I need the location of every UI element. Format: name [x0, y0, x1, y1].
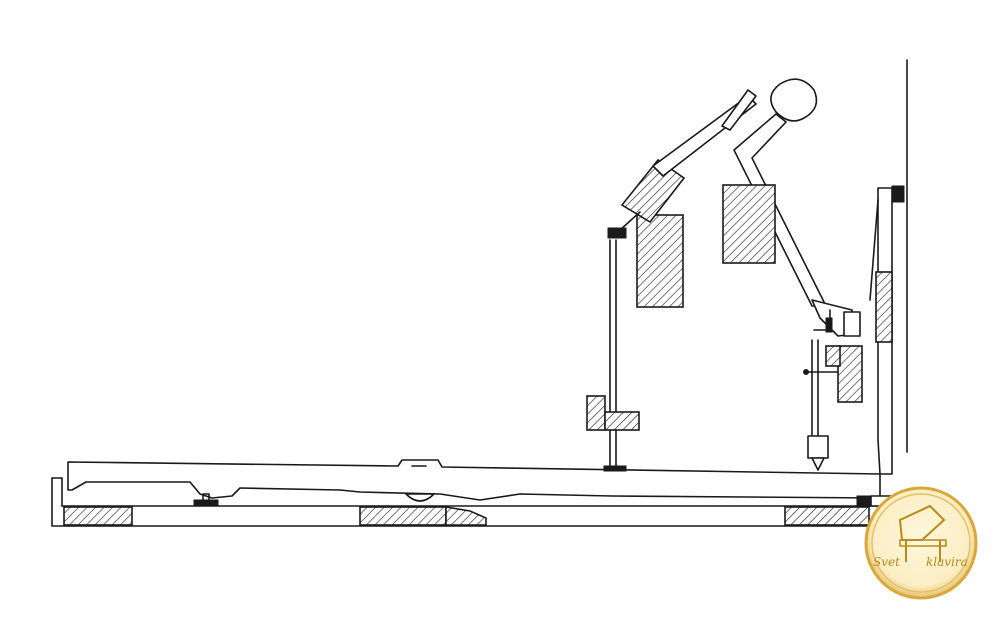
- key-lever: [67, 459, 893, 507]
- hammer-head: [770, 78, 818, 122]
- front-rail-punching: [405, 493, 435, 502]
- wippen-block: [620, 158, 686, 224]
- keybed-block-middle: [359, 506, 447, 526]
- hammer-assembly: [722, 78, 861, 337]
- sticker-assembly: [586, 89, 757, 472]
- keybed-block-back: [784, 506, 870, 526]
- logo-text-right: klavira: [926, 555, 968, 569]
- hammer-rail-block: [636, 214, 684, 308]
- svet-klavira-logo: Svet klavira: [864, 486, 978, 600]
- jack-assembly: [803, 329, 863, 471]
- hammer-butt-block: [722, 184, 776, 264]
- damper-assembly: [869, 185, 905, 475]
- logo-text-left: Svet: [873, 555, 900, 569]
- keybed-block-front: [63, 506, 133, 526]
- keybed: [51, 477, 893, 527]
